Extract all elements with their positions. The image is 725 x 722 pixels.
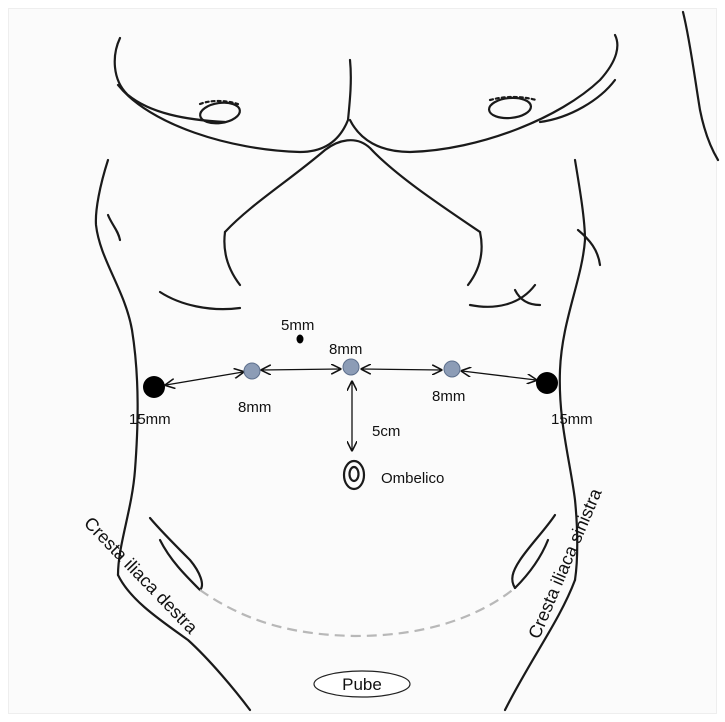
- port-large-left: [143, 376, 165, 398]
- port-large-right: [536, 372, 558, 394]
- right-lower-rib: [470, 285, 535, 307]
- right-shoulder-outline: [540, 80, 615, 122]
- label-umbilicus: Ombelico: [381, 470, 444, 487]
- body-outline: [96, 12, 718, 710]
- arrow-left-mid-to-center: [262, 369, 340, 370]
- label-port-left-mid: 8mm: [238, 399, 271, 416]
- label-port-right-large: 15mm: [551, 411, 593, 428]
- pubic-dashed-line: [200, 588, 515, 636]
- umbilicus: [344, 461, 364, 489]
- label-port-center: 8mm: [329, 341, 362, 358]
- arrow-right-mid-to-right-large: [462, 371, 536, 380]
- port-small-top: [297, 335, 304, 344]
- port-mid-right: [444, 361, 460, 377]
- label-right-iliac-crest: Cresta iliaca destra: [80, 513, 202, 638]
- distance-arrows: [166, 369, 536, 450]
- costal-arch: [225, 140, 480, 232]
- left-lower-rib: [160, 292, 240, 309]
- right-iliac-fold: [515, 540, 548, 588]
- right-arm-outline: [683, 12, 718, 160]
- umbilicus-inner: [350, 467, 359, 481]
- port-center: [343, 359, 359, 375]
- label-port-top-small: 5mm: [281, 317, 314, 334]
- label-port-left-large: 15mm: [129, 411, 171, 428]
- right-pectoral-outline: [350, 35, 617, 152]
- left-hip-outline: [118, 575, 250, 710]
- right-nipple: [488, 96, 532, 120]
- left-pectoral-outline: [118, 60, 351, 152]
- port-mid-left: [244, 363, 260, 379]
- right-costal-margin: [468, 232, 482, 285]
- label-distance-to-umbilicus: 5cm: [372, 423, 400, 440]
- left-costal-margin: [224, 232, 240, 285]
- left-flank-outline: [96, 160, 138, 575]
- left-flank-inner: [108, 215, 120, 240]
- arrow-center-to-right-mid: [362, 369, 441, 370]
- labels: 5mm 8mm 8mm 8mm 15mm 15mm 5cm Ombelico P…: [80, 317, 606, 694]
- label-port-right-mid: 8mm: [432, 388, 465, 405]
- label-pubis: Pube: [342, 675, 382, 694]
- left-shoulder-outline: [115, 38, 225, 122]
- arrow-left-large-to-left-mid: [166, 372, 243, 385]
